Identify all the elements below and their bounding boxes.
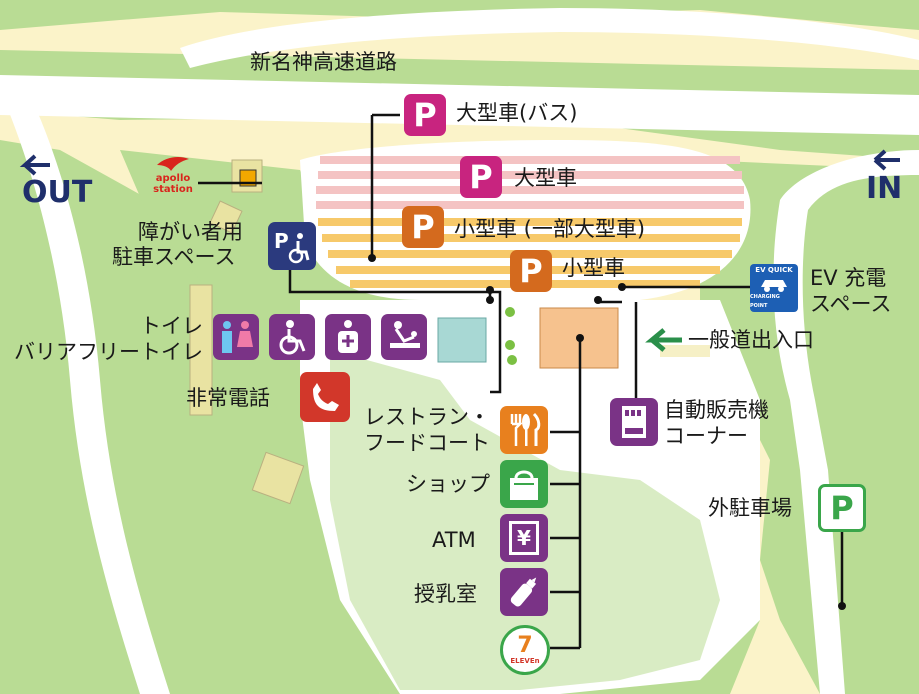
parking-icon-large-bus: P bbox=[404, 94, 446, 136]
baby-changing-icon bbox=[381, 314, 427, 360]
tree-1 bbox=[505, 307, 515, 317]
outer-parking-icon: P bbox=[818, 484, 866, 532]
label-atm: ATM bbox=[432, 528, 476, 552]
green-area-left bbox=[0, 140, 380, 694]
out-label: OUT bbox=[22, 175, 93, 210]
left-long-building bbox=[189, 284, 213, 416]
in-arrow bbox=[873, 149, 900, 171]
label-restaurant-2: フードコート bbox=[364, 431, 490, 455]
label-disabled-parking-1: 障がい者用 bbox=[138, 220, 243, 244]
label-small-partial-large: 小型車 (一部大型車) bbox=[454, 217, 646, 241]
in-label: IN bbox=[866, 171, 903, 206]
apollo-station-logo: apollo station bbox=[150, 150, 196, 200]
label-emergency-phone: 非常電話 bbox=[186, 386, 270, 410]
left-box-building bbox=[251, 451, 305, 505]
label-nursing-room: 授乳室 bbox=[414, 582, 477, 606]
dot-ev bbox=[618, 283, 626, 291]
atm-icon: ¥ bbox=[500, 514, 548, 562]
label-general-road-entrance: 一般道出入口 bbox=[688, 328, 814, 352]
dot-disabled bbox=[486, 286, 494, 294]
in-ramp bbox=[773, 150, 919, 694]
dot-large-bus bbox=[368, 254, 376, 262]
ev-charging-icon: EV QUICK CHARGING POINT bbox=[750, 264, 798, 312]
expressway-name: 新名神高速道路 bbox=[250, 50, 397, 74]
label-large: 大型車 bbox=[514, 166, 577, 190]
disabled-parking-icon: P bbox=[268, 222, 316, 270]
emergency-phone-icon bbox=[300, 372, 350, 422]
label-disabled-parking-2: 駐車スペース bbox=[112, 245, 236, 269]
top-ramp bbox=[180, 8, 919, 68]
out-arrow bbox=[19, 154, 50, 176]
toilet-building bbox=[437, 317, 487, 363]
svg-text:P: P bbox=[274, 229, 289, 253]
leader-lines bbox=[198, 113, 844, 650]
shop-bag-icon bbox=[500, 460, 548, 508]
ev-space-block bbox=[660, 345, 710, 357]
dot-vending bbox=[594, 296, 602, 304]
wheelchair-icon bbox=[269, 314, 315, 360]
label-small: 小型車 bbox=[562, 256, 625, 280]
ostomate-icon bbox=[325, 314, 371, 360]
vending-machine-icon bbox=[610, 398, 658, 446]
label-barrier-free-toilet: バリアフリートイレ bbox=[14, 340, 203, 364]
label-vending-1: 自動販売機 bbox=[664, 398, 769, 422]
label-vending-2: コーナー bbox=[664, 424, 748, 448]
dot-toilet bbox=[486, 296, 494, 304]
label-shop: ショップ bbox=[406, 472, 490, 496]
label-toilet: トイレ bbox=[140, 314, 203, 338]
left-small-building bbox=[209, 200, 243, 234]
restaurant-icon bbox=[500, 406, 548, 454]
expressway-road bbox=[0, 75, 919, 135]
tree-3 bbox=[507, 355, 517, 365]
baby-bottle-icon bbox=[500, 568, 548, 616]
seven-eleven-logo: 7 ELEVEn bbox=[500, 625, 550, 675]
tree-2 bbox=[505, 340, 515, 350]
parking-icon-small-partial-large: P bbox=[402, 206, 444, 248]
parking-icon-large: P bbox=[460, 156, 502, 198]
dot-outer-lot bbox=[838, 602, 846, 610]
road-entrance-arrow bbox=[645, 328, 682, 352]
parking-icon-small: P bbox=[510, 250, 552, 292]
label-restaurant-1: レストラン・ bbox=[364, 405, 490, 429]
label-outer-lot: 外駐車場 bbox=[708, 496, 792, 520]
dot-building bbox=[576, 334, 584, 342]
restroom-icon bbox=[213, 314, 259, 360]
apollo-bird-icon bbox=[157, 157, 189, 171]
out-ramp bbox=[0, 90, 170, 694]
label-large-bus: 大型車(バス) bbox=[456, 101, 578, 125]
label-ev-1: EV 充電 bbox=[810, 266, 887, 290]
label-ev-2: スペース bbox=[810, 292, 892, 316]
green-area-outer-lot bbox=[830, 530, 905, 694]
